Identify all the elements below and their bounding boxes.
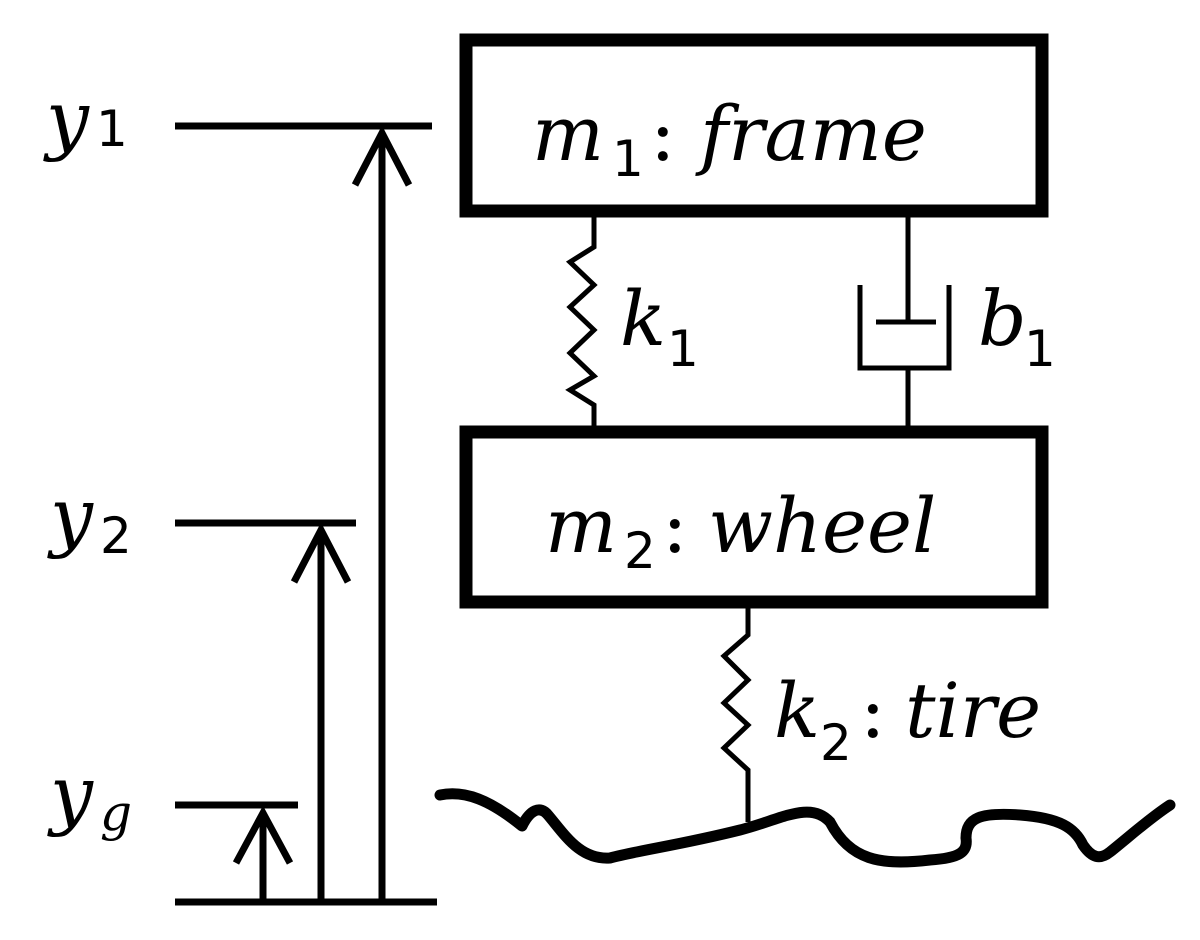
y2-arrow-head — [290, 522, 352, 584]
spring-k1-symbol: k — [620, 274, 666, 363]
tire-spring-subscript: 2 — [820, 714, 852, 772]
wheel-mass-subscript: 2 — [624, 522, 656, 580]
y2-label: y 2 — [47, 471, 132, 565]
tire-spring-symbol: k — [774, 666, 820, 755]
y2-subscript: 2 — [100, 507, 132, 565]
wheel-mass-separator: : — [662, 481, 688, 570]
spring-k1 — [565, 217, 599, 426]
yg-subscript: g — [100, 784, 132, 842]
damper-b1-symbol: b — [978, 274, 1027, 363]
frame-mass-separator: : — [650, 89, 676, 178]
damper-b1-label: b 1 — [978, 274, 1056, 378]
frame-mass-box — [459, 33, 1049, 218]
frame-mass-subscript: 1 — [612, 130, 644, 188]
wheel-mass-label: m 2 : wheel — [545, 481, 936, 580]
frame-mass-symbol: m — [532, 89, 604, 178]
frame-mass-name: frame — [695, 89, 927, 178]
yg-arrow-head — [232, 805, 294, 865]
yg-symbol: y — [47, 749, 94, 838]
damper-b1-subscript: 1 — [1024, 320, 1056, 378]
spring-k2-tire — [720, 608, 752, 822]
wheel-mass-symbol: m — [545, 481, 617, 570]
y1-label: y 1 — [43, 74, 128, 163]
yg-label: y g — [47, 749, 132, 842]
road-surface — [434, 788, 1176, 868]
y1-symbol: y — [43, 74, 90, 163]
wheel-mass-name: wheel — [708, 481, 936, 570]
tire-spring-name: tire — [905, 666, 1041, 755]
spring-k1-label: k 1 — [620, 274, 699, 378]
tire-spring-label: k 2 : tire — [774, 666, 1041, 772]
y1-arrow-head — [351, 125, 413, 187]
wheel-mass-box — [459, 425, 1049, 609]
spring-k1-subscript: 1 — [667, 320, 699, 378]
frame-mass-label: m 1 : frame — [532, 89, 927, 188]
y1-subscript: 1 — [96, 100, 128, 158]
damper-b1 — [857, 217, 952, 426]
y2-symbol: y — [47, 471, 94, 560]
tire-spring-separator: : — [860, 666, 886, 755]
